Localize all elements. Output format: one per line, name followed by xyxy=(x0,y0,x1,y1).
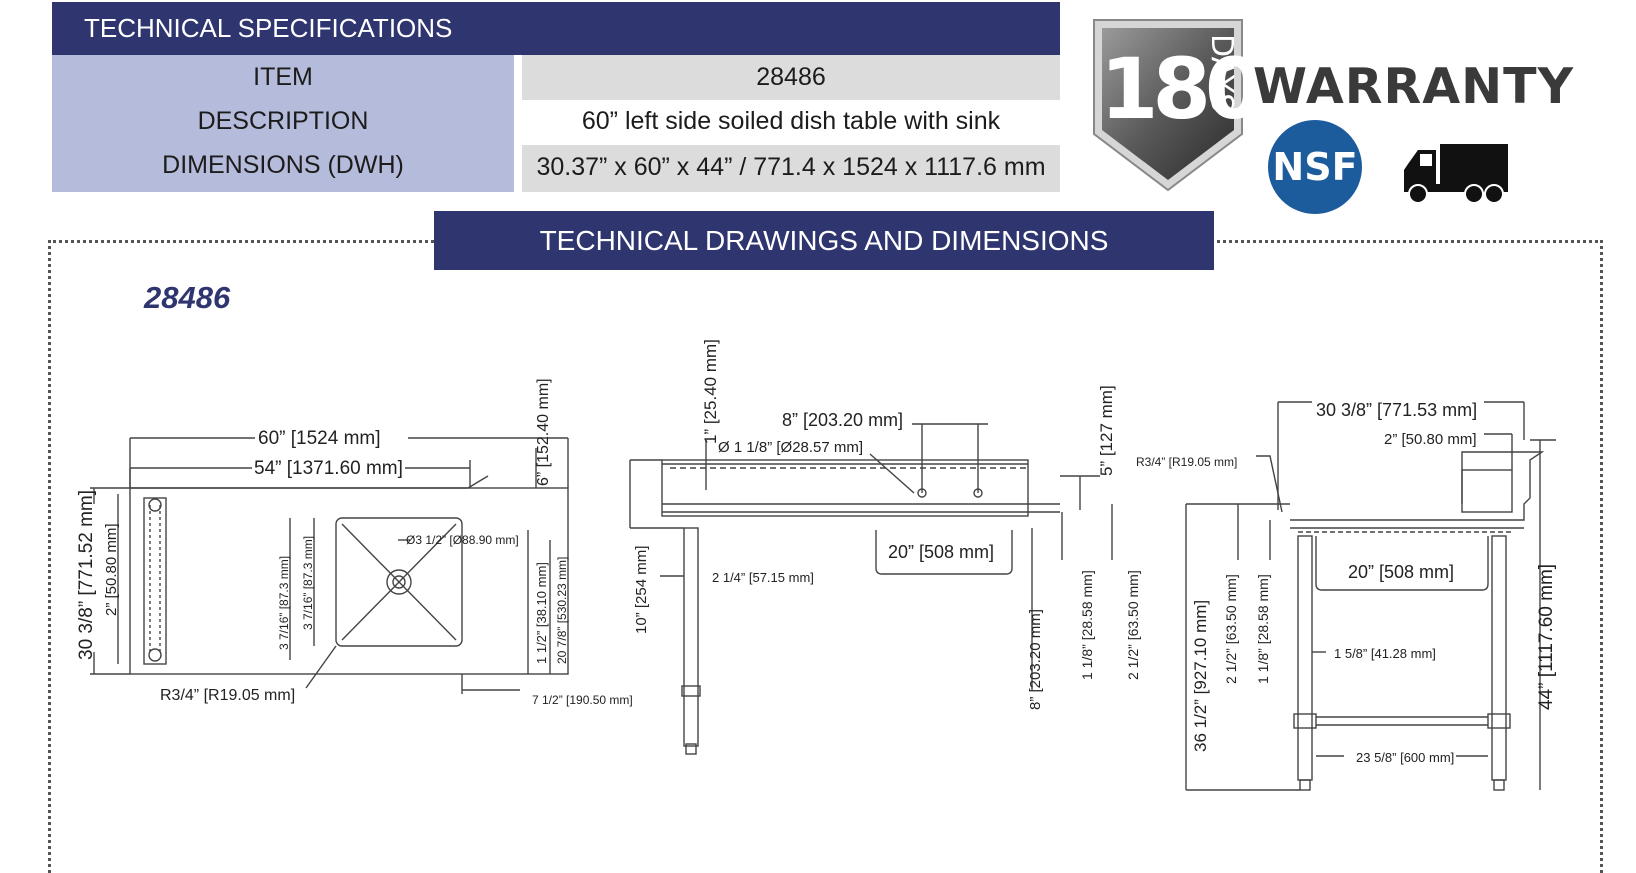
spec-label-dimensions: DIMENSIONS (DWH) xyxy=(162,151,404,179)
spec-value-bg-dimensions xyxy=(522,145,1060,192)
nsf-logo-icon: NSF xyxy=(1268,120,1362,214)
dim-side-sink-width: 20” [508 mm] xyxy=(1348,562,1454,582)
dim-leg-spacing: 23 5/8” [600 mm] xyxy=(1356,750,1454,765)
side-view-outline xyxy=(1290,451,1545,521)
dim-corner-radius: R3/4” [R19.05 mm] xyxy=(160,687,295,704)
truck-icon xyxy=(1404,144,1508,204)
dim-front-edge-a: 1 1/8” [28.58 mm] xyxy=(1079,570,1095,680)
spec-value-bg-item xyxy=(522,55,1060,100)
dim-front-lip: 1 1/2” [38.10 mm] xyxy=(534,562,549,664)
spec-value-item: 28486 xyxy=(756,63,826,91)
drawings-header: TECHNICAL DRAWINGS AND DIMENSIONS xyxy=(434,211,1214,270)
dim-leg-offset: 1 5/8” [41.28 mm] xyxy=(1334,646,1436,661)
180-days-shield-icon: 180 DAYS xyxy=(1093,19,1248,192)
dim-sink-offset-b: 3 7/16” [87.3 mm] xyxy=(301,536,315,630)
dim-side-splash: 2” [50.80 mm] xyxy=(1384,431,1477,448)
dim-side-edge-a: 1 1/8” [28.58 mm] xyxy=(1255,574,1271,684)
dim-backsplash: 6” [152.40 mm] xyxy=(535,378,552,486)
spec-label-item: ITEM xyxy=(253,63,313,91)
dim-sink-depth: 20 7/8” [530.23 mm] xyxy=(555,557,569,664)
dim-front-sink-width: 20” [508 mm] xyxy=(888,542,994,562)
days-number: 180 xyxy=(1100,40,1248,138)
front-view-outline xyxy=(661,459,1029,517)
dim-side-edge-b: 2 1/2” [63.50 mm] xyxy=(1223,574,1239,684)
dim-overall-width: 60” [1524 mm] xyxy=(258,428,381,449)
dim-side-radius: R3/4” [R19.05 mm] xyxy=(1136,455,1237,469)
dim-work-height: 36 1/2” [927.10 mm] xyxy=(1191,600,1210,752)
dim-backsplash-height: 5” [127 mm] xyxy=(1097,385,1116,476)
dim-sink-offset-a: 3 7/16” [87.3 mm] xyxy=(277,556,291,650)
spec-label-column: ITEM DESCRIPTION DIMENSIONS (DWH) xyxy=(52,55,514,192)
dim-drainboard-width: 54” [1371.60 mm] xyxy=(254,458,403,479)
dim-drain-hole: Ø3 1/2” [Ø88.90 mm] xyxy=(406,533,519,547)
dim-bowl-depth: 10” [254 mm] xyxy=(633,546,650,634)
dim-leg-inset: 2 1/4” [57.15 mm] xyxy=(712,570,814,585)
spec-label-description: DESCRIPTION xyxy=(197,107,369,135)
dim-bowl-bottom: 8” [203.20 mm] xyxy=(1027,609,1044,710)
warranty-label: WARRANTY xyxy=(1253,58,1575,115)
spec-value-description: 60” left side soiled dish table with sin… xyxy=(581,107,1001,135)
spec-header: TECHNICAL SPECIFICATIONS xyxy=(52,2,1060,55)
dim-drain-strip: 2” [50.80 mm] xyxy=(103,523,120,616)
days-word: DAYS xyxy=(1204,34,1239,112)
dim-overall-height: 44” [1117.60 mm] xyxy=(1536,564,1557,710)
model-number: 28486 xyxy=(144,280,231,315)
dim-right-edge: 7 1/2” [190.50 mm] xyxy=(532,693,633,707)
dim-faucet-spacing: 8” [203.20 mm] xyxy=(782,410,903,430)
spec-value-dimensions: 30.37” x 60” x 44” / 771.4 x 1524 x 1117… xyxy=(536,153,1046,181)
dim-top-depth: 30 3/8” [771.52 mm] xyxy=(76,490,97,660)
dim-front-edge-b: 2 1/2” [63.50 mm] xyxy=(1125,570,1141,680)
dim-top-rise: 1” [25.40 mm] xyxy=(701,339,720,444)
dim-faucet-hole: Ø 1 1/8” [Ø28.57 mm] xyxy=(718,439,863,456)
dim-side-depth: 30 3/8” [771.53 mm] xyxy=(1316,400,1477,420)
nsf-label: NSF xyxy=(1272,145,1357,189)
